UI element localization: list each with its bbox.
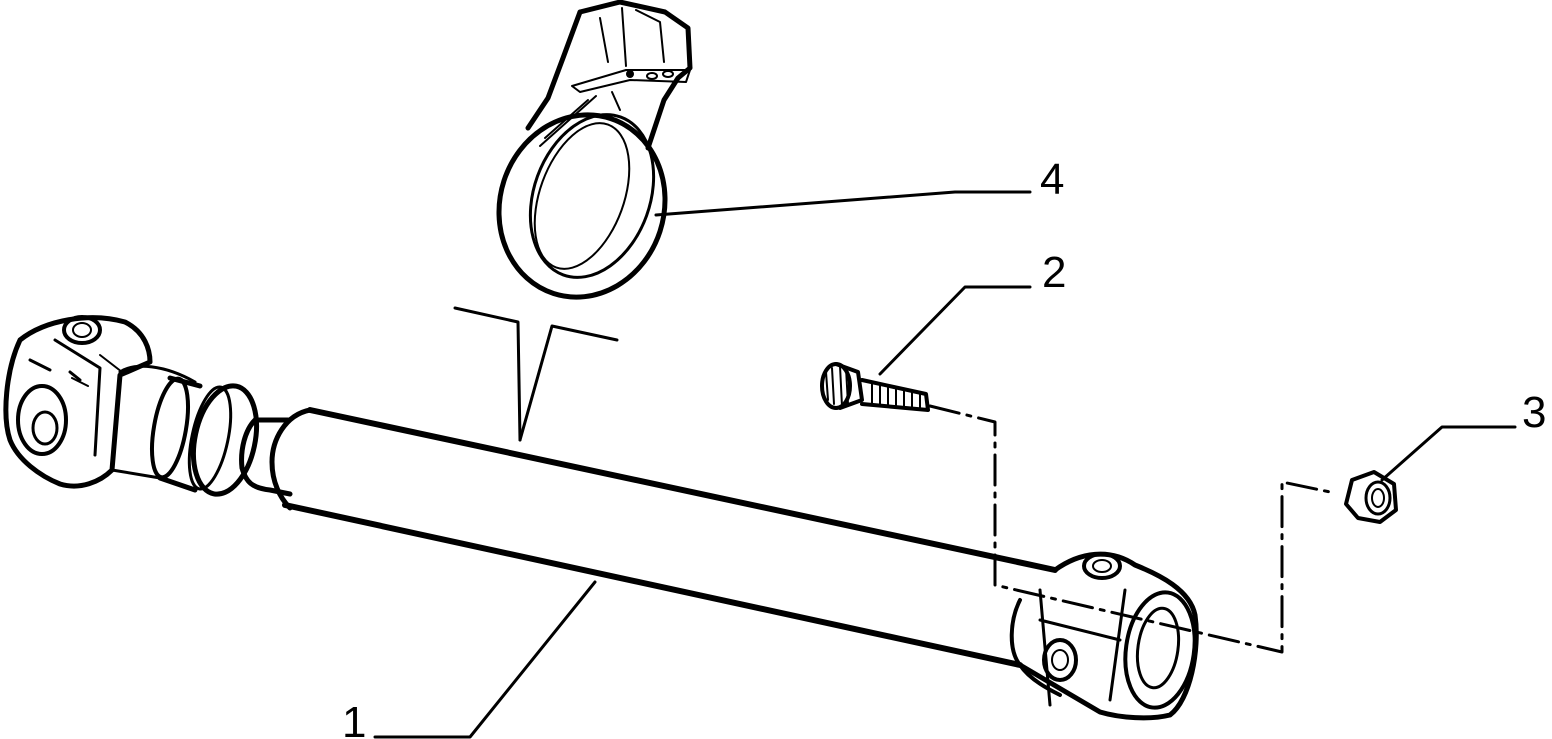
callout-1: 1: [342, 698, 366, 739]
part-1-propeller-shaft[interactable]: [3, 315, 1202, 721]
leader-lines: [373, 190, 1517, 739]
callout-4: 4: [1040, 155, 1064, 204]
callout-2: 2: [1042, 248, 1066, 297]
part-3-nut[interactable]: [1344, 470, 1398, 524]
assembly-centerlines: [928, 404, 1332, 654]
assembly-indicator-arrow: [453, 306, 619, 442]
part-4-support-bracket[interactable]: [476, 0, 693, 319]
part-2-bolt[interactable]: [820, 362, 930, 412]
callout-3: 3: [1522, 388, 1546, 437]
